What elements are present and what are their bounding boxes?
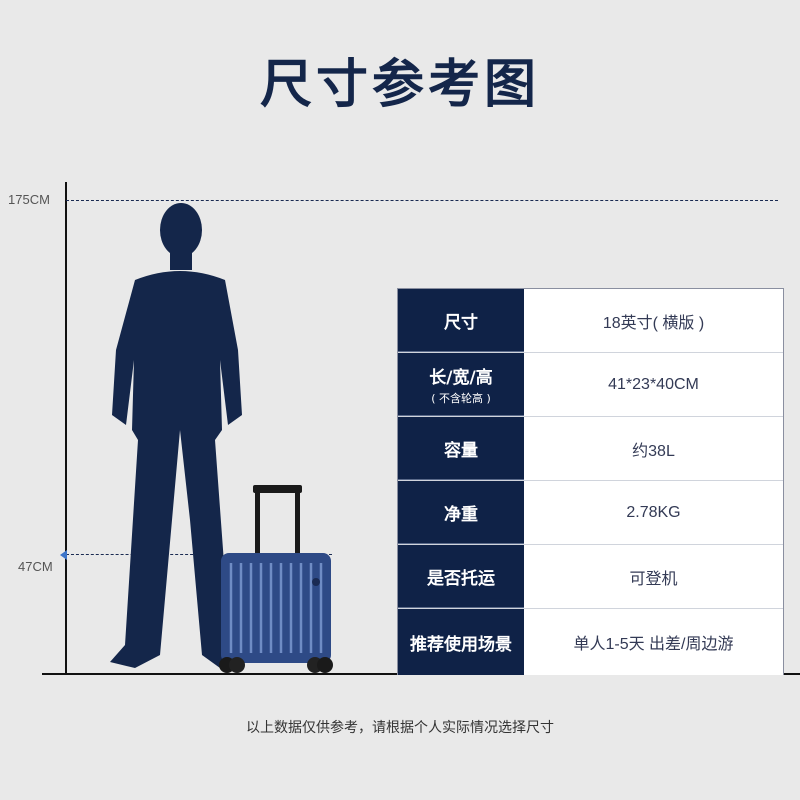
spec-key: 是否托运 bbox=[398, 545, 524, 608]
spec-row-usage: 推荐使用场景 单人1-5天 出差/周边游 bbox=[398, 609, 783, 675]
spec-value: 41*23*40CM bbox=[608, 375, 699, 393]
spec-value: 单人1-5天 出差/周边游 bbox=[573, 636, 734, 653]
spec-value: 约38L bbox=[632, 442, 675, 460]
suitcase-height-label: 47CM bbox=[18, 559, 53, 574]
spec-value: 可登机 bbox=[629, 570, 678, 588]
spec-key-label: 长/宽/高 bbox=[429, 367, 493, 388]
person-height-guide bbox=[66, 200, 778, 201]
spec-key: 长/宽/高 ( 不含轮高 ) bbox=[398, 353, 524, 416]
suitcase-image bbox=[219, 485, 333, 673]
spec-key-label: 是否托运 bbox=[427, 568, 495, 589]
spec-row-checkin: 是否托运 可登机 bbox=[398, 545, 783, 609]
person-height-label: 175CM bbox=[8, 192, 50, 207]
spec-key-label: 容量 bbox=[444, 440, 478, 461]
spec-table: 尺寸 18英寸( 横版 ) 长/宽/高 ( 不含轮高 ) 41*23*40CM … bbox=[397, 288, 784, 675]
spec-row-size: 尺寸 18英寸( 横版 ) bbox=[398, 289, 783, 353]
spec-key-label: 净重 bbox=[444, 504, 478, 525]
spec-key: 容量 bbox=[398, 417, 524, 480]
height-axis bbox=[65, 182, 67, 674]
spec-key: 尺寸 bbox=[398, 289, 524, 352]
spec-row-weight: 净重 2.78KG bbox=[398, 481, 783, 545]
spec-key-label: 推荐使用场景 bbox=[410, 634, 512, 655]
spec-key-note: ( 不含轮高 ) bbox=[431, 391, 491, 405]
disclaimer-note: 以上数据仅供参考，请根据个人实际情况选择尺寸 bbox=[246, 720, 554, 736]
spec-value: 2.78KG bbox=[626, 503, 681, 521]
spec-row-dimensions: 长/宽/高 ( 不含轮高 ) 41*23*40CM bbox=[398, 353, 783, 417]
spec-value: 18英寸( 横版 ) bbox=[602, 314, 705, 332]
person-silhouette-icon bbox=[110, 203, 245, 668]
spec-key: 净重 bbox=[398, 481, 524, 544]
spec-key: 推荐使用场景 bbox=[398, 609, 524, 675]
spec-row-capacity: 容量 约38L bbox=[398, 417, 783, 481]
spec-key-label: 尺寸 bbox=[444, 312, 478, 333]
arrow-left-icon bbox=[60, 550, 67, 560]
page-title: 尺寸参考图 bbox=[259, 55, 540, 115]
